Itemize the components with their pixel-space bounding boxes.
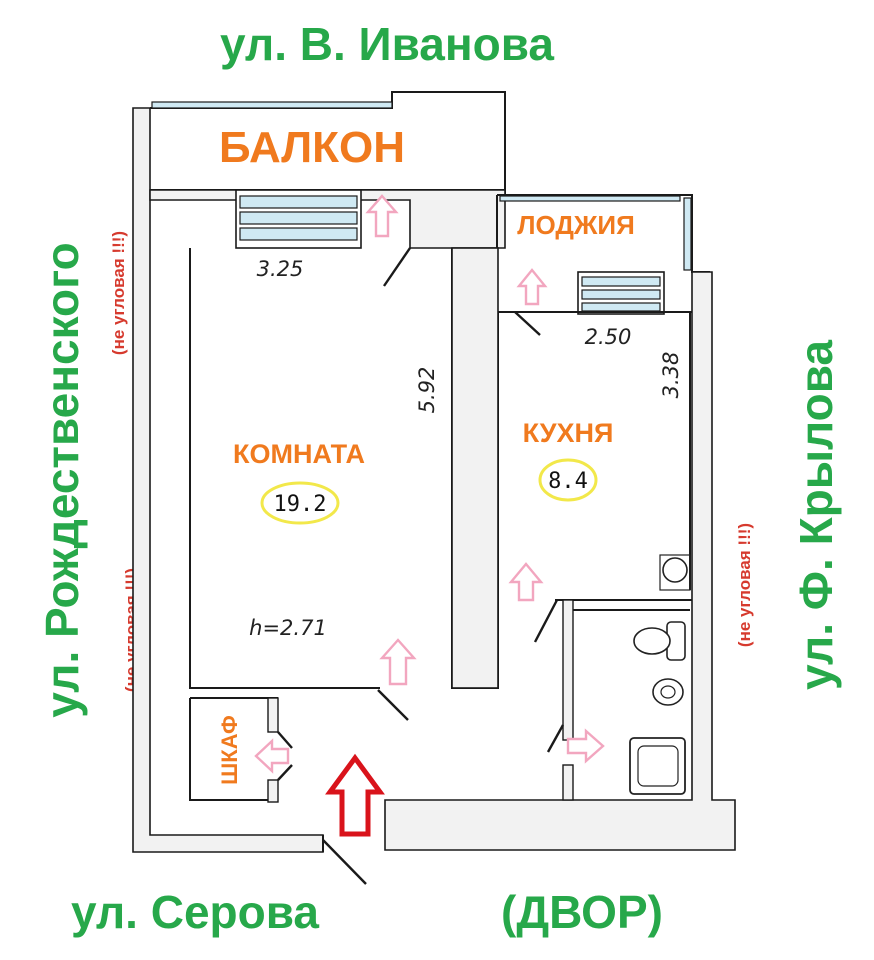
yard-label: (ДВОР)	[501, 886, 663, 938]
dim-kitchen-width: 2.50	[585, 325, 632, 349]
area-kitchen: 8.4	[548, 469, 588, 494]
note-not-corner-right: (не угловая !!!)	[735, 523, 754, 647]
window-living	[235, 189, 362, 249]
bathtub-icon	[629, 737, 686, 795]
dim-living-width: 3.25	[257, 257, 304, 281]
entrance-arrow-icon	[325, 753, 385, 837]
area-highlight-living	[260, 481, 340, 525]
outer-walls	[132, 91, 736, 853]
direction-arrow-closet	[254, 738, 290, 774]
direction-arrow-balcony	[365, 194, 399, 238]
room-label-loggia: ЛОДЖИЯ	[517, 210, 635, 240]
direction-arrow-loggia	[516, 268, 548, 306]
stove-icon	[659, 554, 691, 591]
note-not-corner-left-upper: (не угловая !!!)	[109, 231, 128, 355]
room-label-balcony: БАЛКОН	[219, 123, 405, 172]
street-label-top: ул. В. Иванова	[220, 18, 554, 70]
street-label-right: ул. Ф. Крылова	[790, 340, 842, 690]
area-highlight-kitchen	[538, 458, 598, 502]
interior-walls	[189, 247, 692, 803]
window-kitchen	[577, 271, 665, 315]
direction-arrow-kitchen	[508, 562, 544, 602]
direction-arrow-living	[379, 638, 417, 686]
street-label-left: ул. Рождественского	[36, 242, 88, 717]
dim-ceiling-height: h=2.71	[249, 616, 327, 640]
room-label-closet: ШКАФ	[217, 715, 242, 785]
room-label-kitchen: КУХНЯ	[523, 418, 614, 448]
direction-arrow-bathroom	[566, 728, 605, 764]
street-label-bottom: ул. Серова	[71, 886, 319, 938]
area-living: 19.2	[274, 492, 327, 517]
dim-kitchen-length: 3.38	[659, 352, 683, 399]
toilet-icon	[633, 621, 686, 661]
room-label-living: КОМНАТА	[233, 439, 365, 469]
sink-icon	[652, 678, 684, 706]
dim-living-length: 5.92	[415, 367, 439, 414]
doors	[277, 247, 565, 885]
